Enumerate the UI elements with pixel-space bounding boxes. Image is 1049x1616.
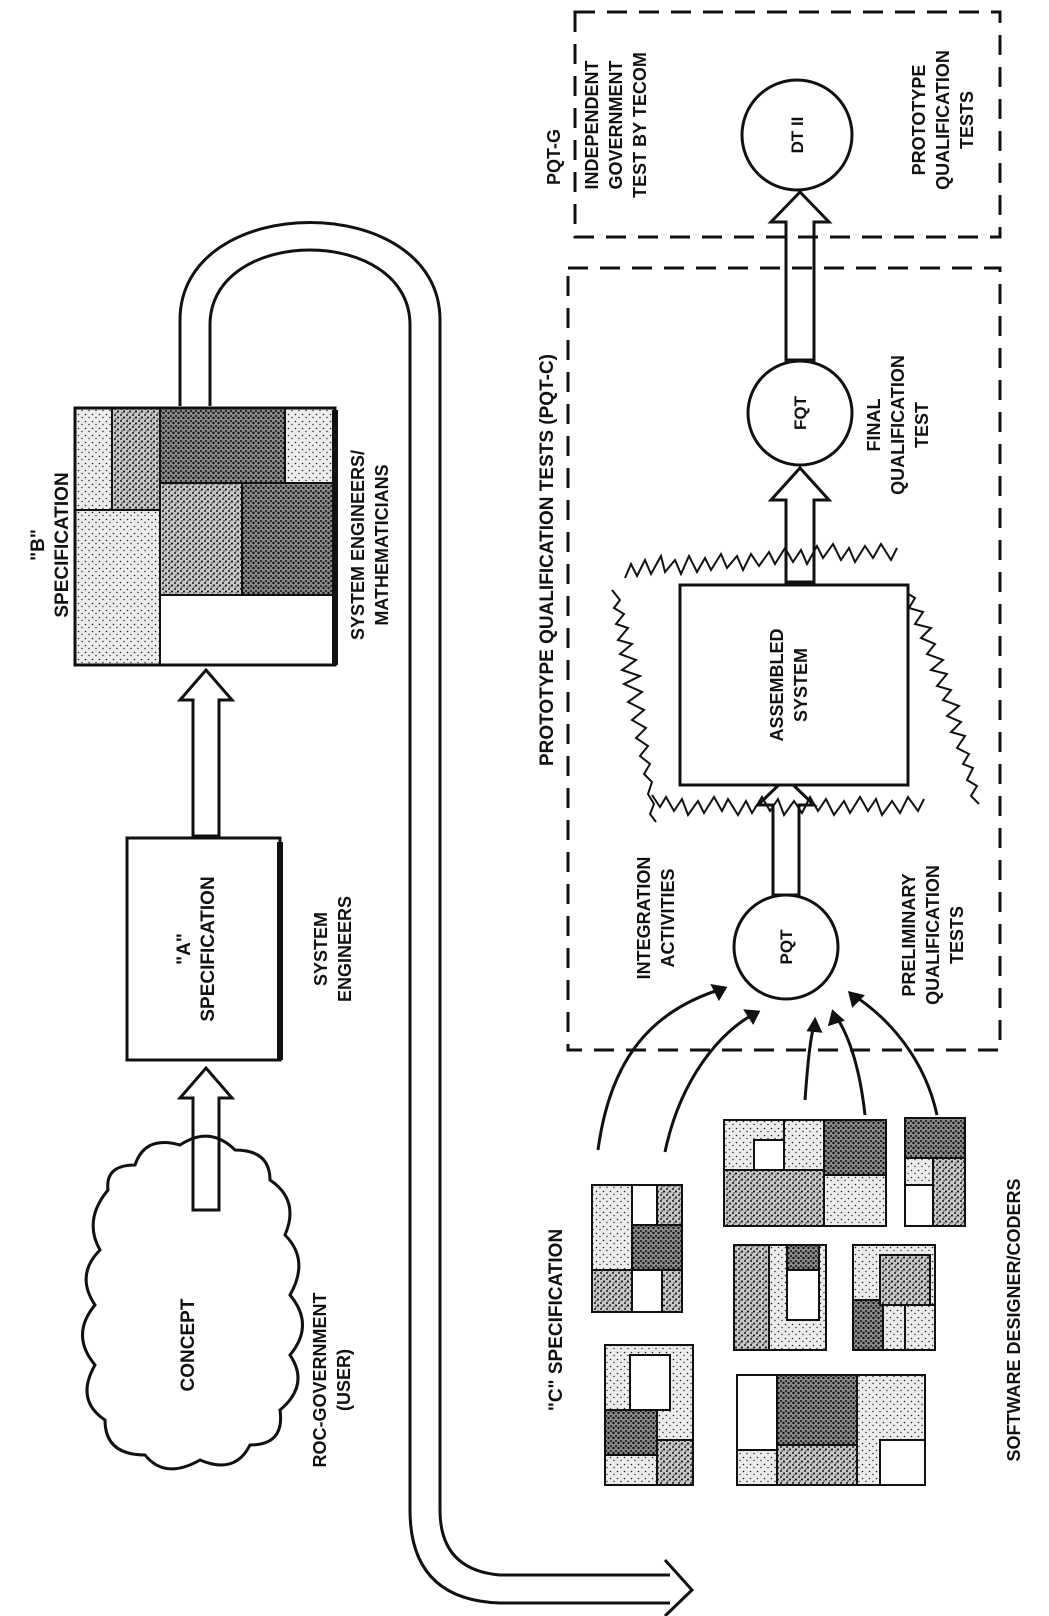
arrow-concept-to-spec-a — [176, 1065, 236, 1212]
pqt-node: PQT — [732, 893, 840, 1001]
spec-c-module — [604, 1344, 694, 1486]
assembled-line1: ASSEMBLED — [767, 628, 787, 741]
arrow-spec-a-to-spec-b — [176, 667, 236, 838]
spec-a-box: "A" SPECIFICATION — [125, 836, 283, 1062]
pqt-desc-line2: QUALIFICATION — [923, 865, 943, 1005]
pqt-g-region-title: PQT-G — [544, 129, 564, 185]
pqt-g-desc-line3: TESTS — [957, 91, 977, 149]
spec-b-label-line1: "B" — [28, 529, 49, 561]
pqt-g-desc-line2: QUALIFICATION — [933, 50, 953, 190]
dt2-label: DT II — [788, 117, 807, 154]
concept-cloud: CONCEPT — [81, 1134, 304, 1471]
module-to-pqt-arrows — [596, 984, 939, 1153]
spec-a-owner-line2: ENGINEERS — [335, 896, 355, 1002]
integration-line1: INTEGRATION — [634, 857, 654, 980]
spec-b-label-line2: SPECIFICATION — [52, 472, 73, 617]
arrow-fqt-to-dt2 — [767, 189, 833, 362]
spec-a-label-line1: "A" — [174, 933, 195, 965]
spec-b-owner-line1: SYSTEM ENGINEERS/ — [348, 450, 368, 640]
pqt-label: PQT — [777, 929, 796, 965]
arrow-spec-b-to-spec-c — [178, 221, 695, 1616]
pqt-g-line2: GOVERNMENT — [606, 60, 626, 189]
concept-owner-line2: (USER) — [334, 1349, 354, 1411]
spec-c-label: "C" SPECIFICATION — [546, 1229, 567, 1411]
spec-c-module — [736, 1374, 926, 1486]
fqt-desc-line1: FINAL — [864, 399, 884, 452]
assembled-line2: SYSTEM — [791, 648, 811, 722]
pqt-desc-line3: TESTS — [947, 906, 967, 964]
spec-c-module — [904, 1117, 966, 1227]
fqt-desc-line2: QUALIFICATION — [888, 355, 908, 495]
integration-line2: ACTIVITIES — [658, 868, 678, 967]
spec-a-owner-line1: SYSTEM — [311, 912, 331, 986]
fqt-label: FQT — [791, 395, 810, 430]
pqt-g-line1: INDEPENDENT — [582, 60, 602, 189]
spec-c-owner: SOFTWARE DESIGNER/CODERS — [1004, 1178, 1024, 1461]
pqt-g-line3: TEST BY TECOM — [630, 52, 650, 198]
spec-c-modules — [591, 1117, 966, 1486]
dt2-node: DT II — [740, 78, 854, 192]
concept-owner-line1: ROC-GOVERNMENT — [310, 1292, 330, 1467]
spec-c-module — [723, 1119, 887, 1227]
pqt-c-region-title: PROTOTYPE QUALIFICATION TESTS (PQT-C) — [537, 354, 558, 766]
concept-label: CONCEPT — [178, 1298, 199, 1391]
spec-b-owner-line2: MATHEMATICIANS — [372, 464, 392, 625]
assembled-system-box: ASSEMBLED SYSTEM — [611, 542, 980, 823]
spec-c-module — [591, 1184, 683, 1313]
spec-b-block — [73, 406, 338, 667]
spec-a-label-line2: SPECIFICATION — [198, 876, 219, 1021]
spec-c-module — [852, 1244, 936, 1351]
pqt-desc-line1: PRELIMINARY — [899, 873, 919, 996]
spec-c-module — [733, 1244, 827, 1351]
pqt-g-region — [573, 10, 1002, 239]
arrow-assembled-to-fqt — [767, 465, 833, 584]
arrow-pqt-to-assembled — [754, 775, 818, 897]
fqt-node: FQT — [746, 359, 854, 467]
pqt-g-desc-line1: PROTOTYPE — [909, 65, 929, 176]
fqt-desc-line3: TEST — [912, 402, 932, 448]
